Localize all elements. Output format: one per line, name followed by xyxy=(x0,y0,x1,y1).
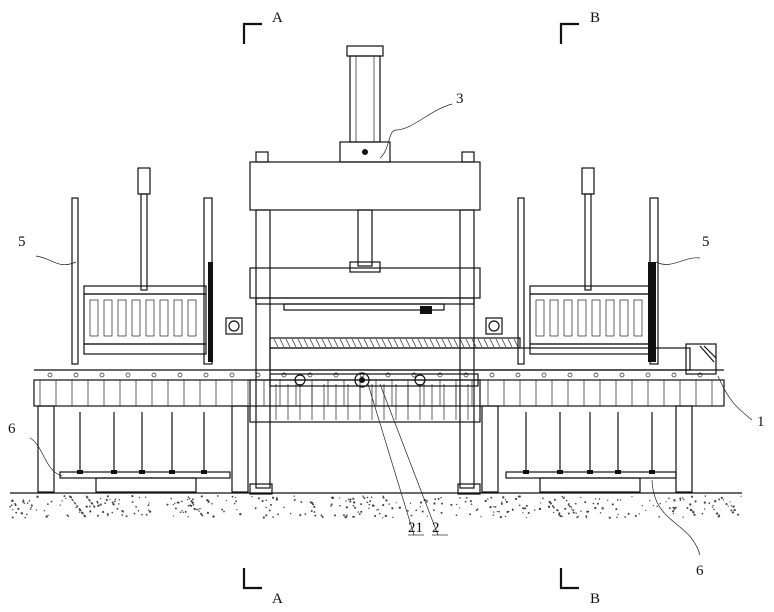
callout-right-unit: 5 xyxy=(702,234,710,250)
section-marker-b-top: B xyxy=(559,10,600,44)
right-side-unit xyxy=(485,167,659,365)
conveyor-frame xyxy=(33,343,725,493)
section-letter: A xyxy=(272,591,283,607)
left-side-unit xyxy=(71,167,243,365)
callout-carriage-sub: 21 xyxy=(408,520,423,536)
transfer-carriage xyxy=(269,372,479,388)
section-letter: B xyxy=(590,591,600,607)
ground-floor xyxy=(9,492,742,519)
hydraulic-press xyxy=(249,45,481,495)
leader-lines xyxy=(29,103,753,556)
callout-left-unit: 5 xyxy=(18,234,26,250)
section-marker-a-top: A xyxy=(242,10,283,44)
callout-frame: 1 xyxy=(757,414,765,430)
left-base-rack xyxy=(59,412,231,493)
section-marker-a-bottom: A xyxy=(242,568,283,607)
section-marker-b-bottom: B xyxy=(559,568,600,607)
callout-carriage: 2 xyxy=(432,520,440,536)
callout-left-base: 6 xyxy=(8,421,16,437)
section-letter: A xyxy=(272,10,283,26)
mould-band xyxy=(269,337,691,371)
callout-right-base: 6 xyxy=(696,563,704,579)
right-base-rack xyxy=(505,412,677,493)
callout-press: 3 xyxy=(456,91,464,107)
section-letter: B xyxy=(590,10,600,26)
